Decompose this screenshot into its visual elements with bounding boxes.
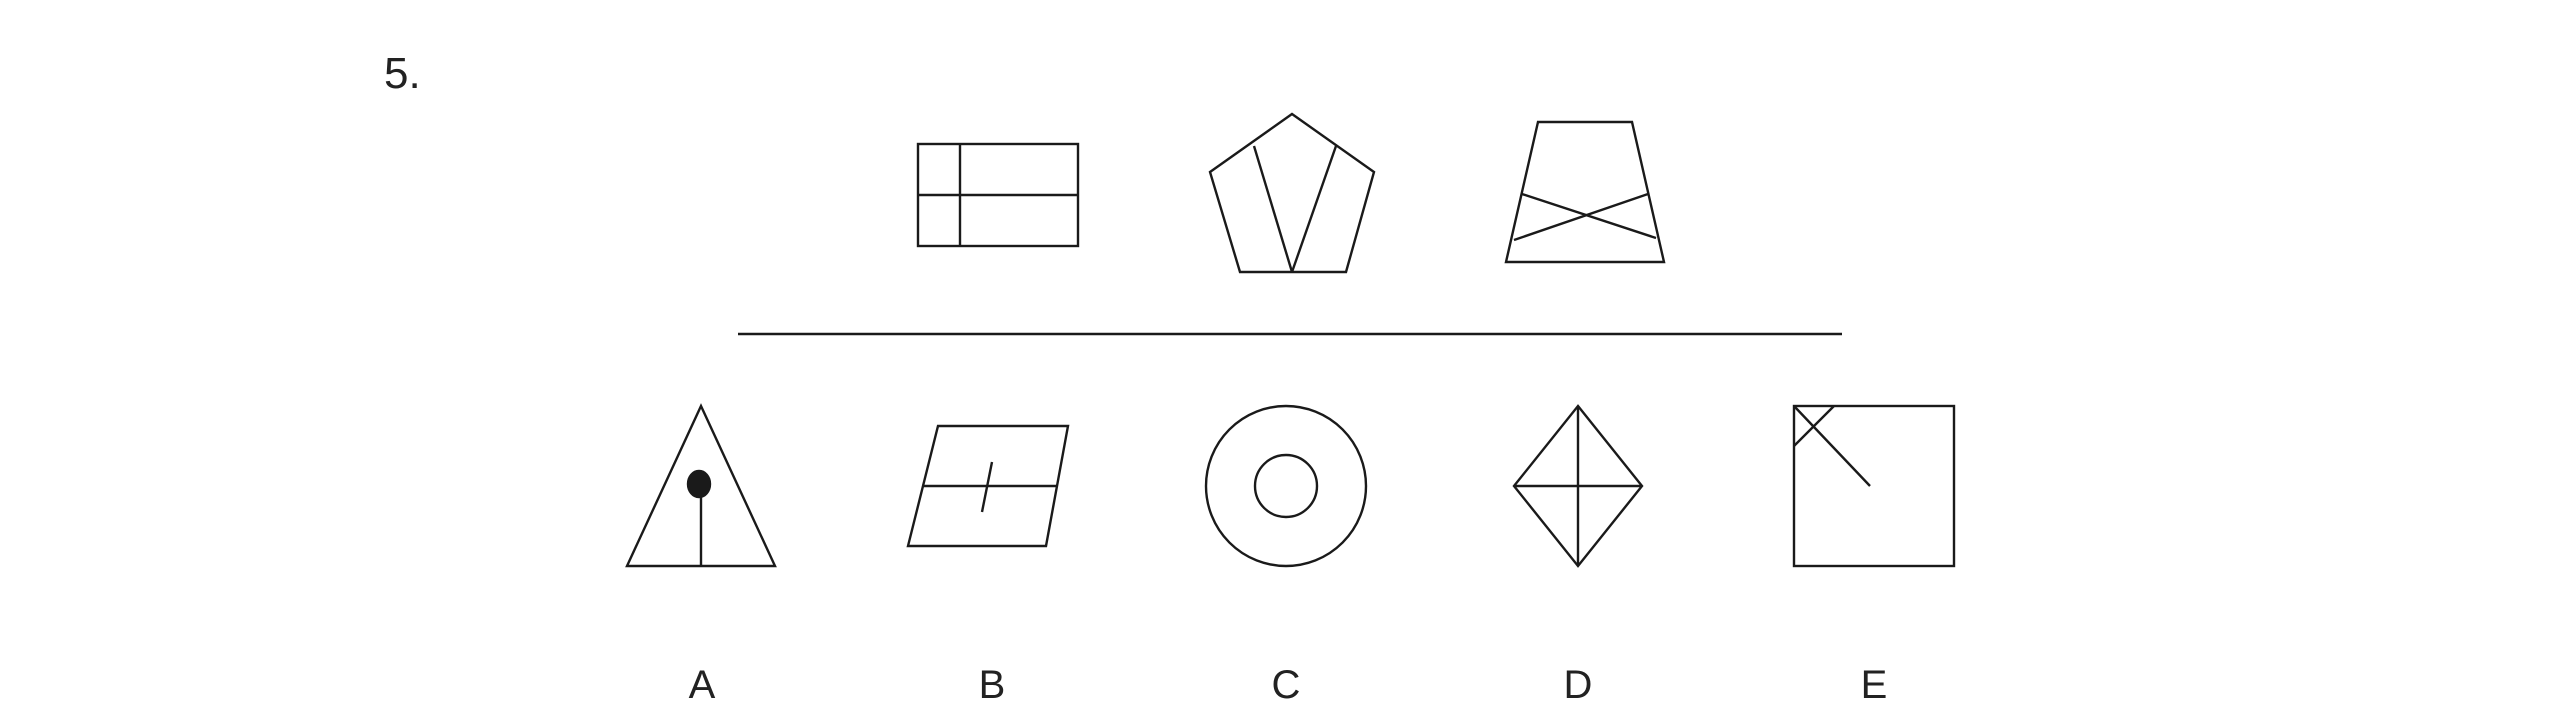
option-e-figure[interactable] — [1792, 404, 1956, 568]
square-diagonal-line-2 — [1793, 405, 1835, 447]
option-c-label[interactable]: C — [1271, 663, 1301, 707]
square-outline — [1792, 404, 1956, 568]
parallelogram-tick-line — [980, 461, 994, 513]
pentagon-left-line — [1252, 145, 1294, 273]
pentagon-right-line — [1290, 145, 1338, 273]
outer-circle — [1204, 404, 1368, 568]
option-e-label[interactable]: E — [1860, 663, 1888, 707]
example-figure-pentagon — [1208, 112, 1376, 274]
inner-circle — [1253, 453, 1319, 519]
question-number: 5. — [384, 49, 421, 98]
trapezoid-outline — [1504, 120, 1666, 264]
option-c-figure[interactable] — [1204, 404, 1368, 568]
trapezoid-cross-line-1 — [1521, 192, 1657, 240]
example-figure-trapezoid — [1504, 120, 1666, 264]
parallelogram-outline — [906, 424, 1070, 548]
square-diagonal-line-1 — [1793, 405, 1871, 487]
black-dot — [686, 469, 712, 499]
option-d-label[interactable]: D — [1563, 663, 1593, 707]
example-figure-rectangle — [916, 142, 1080, 248]
pentagon-outline — [1208, 112, 1376, 274]
option-b-figure[interactable] — [906, 424, 1070, 548]
option-a-label[interactable]: A — [688, 663, 716, 707]
option-b-label[interactable]: B — [978, 663, 1006, 707]
option-d-figure[interactable] — [1512, 404, 1644, 568]
trapezoid-cross-line-2 — [1513, 192, 1649, 242]
option-a-figure[interactable] — [625, 403, 777, 568]
